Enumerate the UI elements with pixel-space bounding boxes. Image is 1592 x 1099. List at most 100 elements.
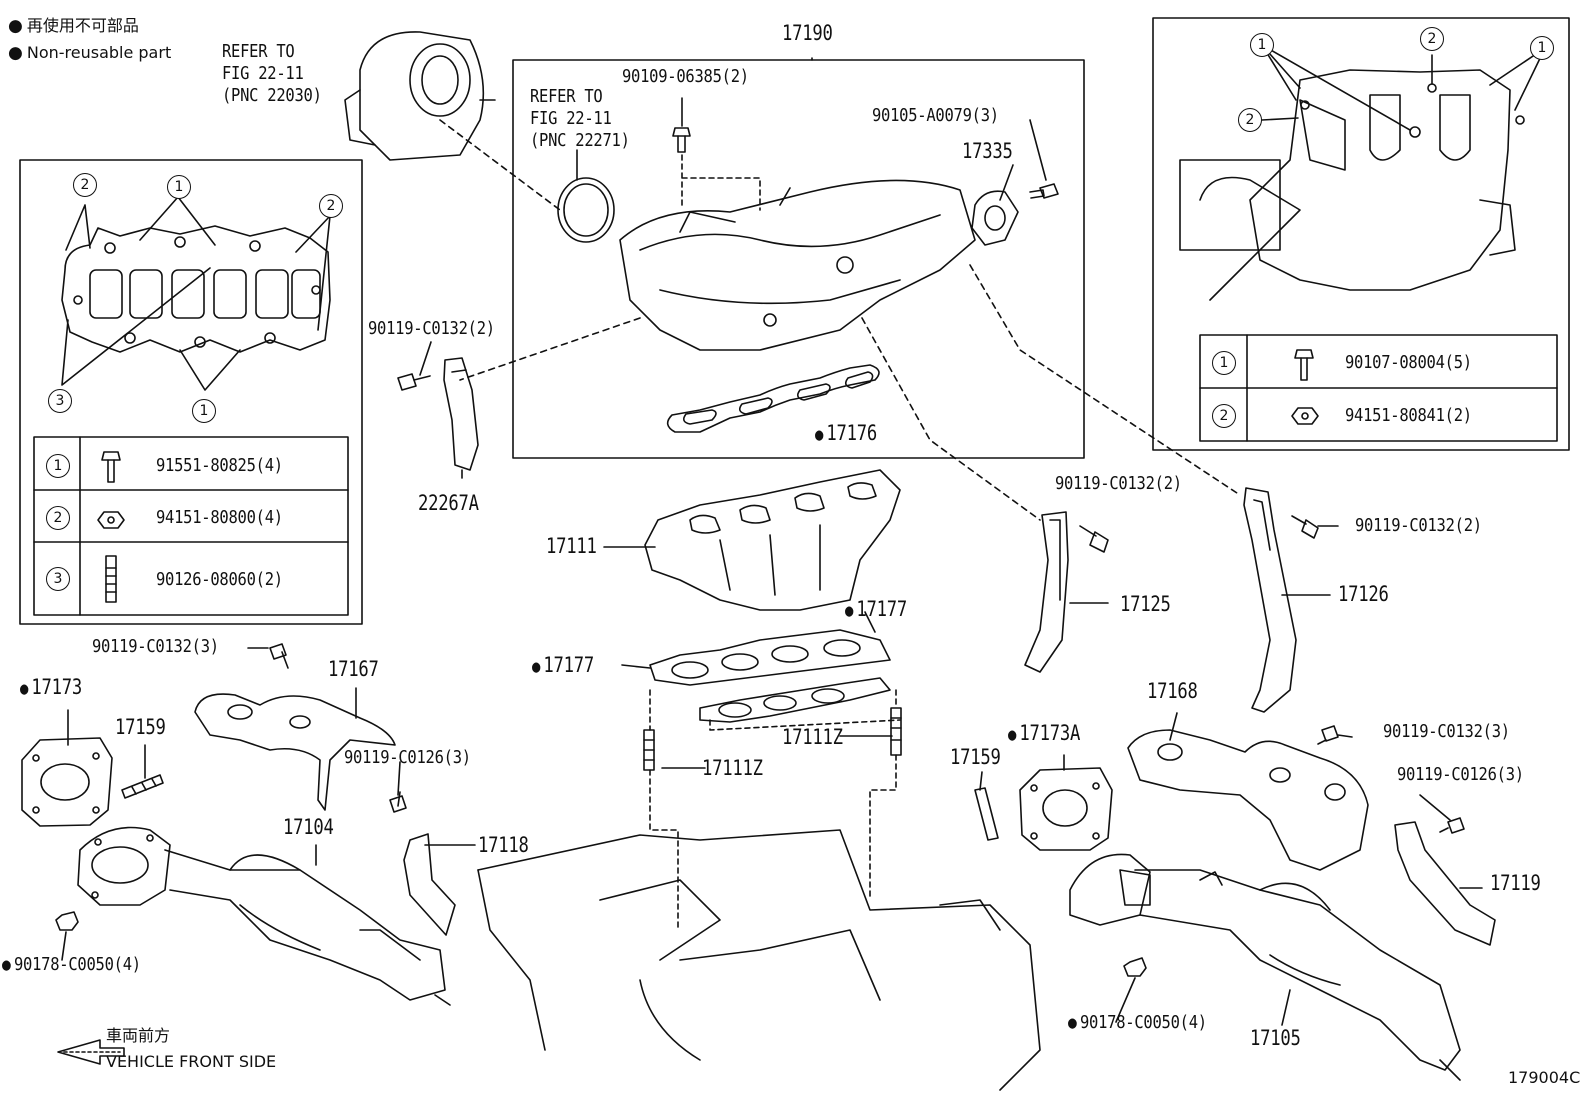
engine-block-outline (477, 829, 1041, 1091)
inset-marker: 1 (1250, 33, 1274, 57)
vehicle-front-arrow-icon (57, 1039, 125, 1065)
intake-plenum-box (512, 59, 1085, 459)
legend-jp: 再使用不可部品 (8, 16, 139, 36)
gasket-17176 (666, 364, 880, 433)
refer-note-line2: FIG 22-11 (222, 63, 304, 84)
sensor-17335 (971, 190, 1019, 246)
intake-manifold-drawing (644, 469, 901, 611)
inset-marker: 2 (1238, 108, 1262, 132)
callout-90119-c0132-d: 90119-C0132(3) (92, 636, 219, 657)
callout-17176: 17176 (815, 422, 877, 446)
table-key: 2 (46, 506, 70, 530)
stud-17111z-b (890, 707, 902, 756)
throttle-gasket-ring (557, 177, 615, 243)
callout-17173: 17173 (20, 676, 82, 700)
callout-90105: 90105-A0079(3) (872, 105, 999, 126)
callout-17111z-left: 17111Z (702, 756, 763, 780)
callout-17190: 17190 (782, 21, 833, 45)
stud-icon (105, 555, 117, 603)
callout-17168: 17168 (1147, 679, 1198, 703)
table-part-number: 94151-80800(4) (156, 507, 283, 528)
right-inset-box (1152, 17, 1570, 451)
inset-marker: 2 (319, 194, 343, 218)
stud-17111z-a (643, 729, 655, 771)
callout-90119-c0132-b: 90119-C0132(2) (1055, 473, 1182, 494)
refer-note-line3: (PNC 22271) (530, 130, 630, 151)
callout-22267a: 22267A (418, 491, 479, 515)
exhaust-manifold-17105-drawing (1069, 853, 1461, 1081)
bolt-90119-g (1439, 817, 1465, 834)
gasket-17173-drawing (21, 737, 113, 827)
table-part-number: 90107-08004(5) (1345, 352, 1472, 373)
bracket-17118-drawing (403, 833, 456, 936)
callout-90119-c0132-e: 90119-C0132(3) (1383, 721, 1510, 742)
callout-17159-left: 17159 (115, 715, 166, 739)
callout-17177-right: 17177 (845, 598, 907, 622)
heat-insulator-17167-drawing (194, 693, 396, 811)
callout-17105: 17105 (1250, 1026, 1301, 1050)
bolt-icon (101, 349, 1314, 483)
callout-17104: 17104 (283, 815, 334, 839)
bracket-17119-drawing (1394, 821, 1496, 946)
vehicle-front-jp: 車両前方 (106, 1026, 171, 1045)
callout-90178-c0050-b: 90178-C0050(4) (1068, 1013, 1207, 1033)
bolt-90119-e (389, 791, 407, 813)
refer-note-line3: (PNC 22030) (222, 85, 322, 106)
callout-90119-c0132-a: 90119-C0132(2) (368, 318, 495, 339)
callout-17111: 17111 (546, 534, 597, 558)
legend-en: Non-reusable part (8, 43, 171, 63)
callout-17119: 17119 (1490, 871, 1541, 895)
nut-90178-a (55, 911, 79, 931)
inset-marker: 1 (192, 399, 216, 423)
table-key: 1 (1212, 351, 1236, 375)
table-key: 1 (46, 454, 70, 478)
left-inset-box (19, 159, 363, 625)
inset-manifold-drawing (1179, 44, 1546, 301)
gasket-17177-lower (699, 677, 891, 723)
vehicle-front-en: VEHICLE FRONT SIDE (106, 1052, 277, 1071)
table-part-number: 90126-08060(2) (156, 569, 283, 590)
bracket-17126-drawing (1243, 487, 1297, 713)
inset-marker: 2 (73, 173, 97, 197)
callout-17177-left: 17177 (532, 654, 594, 678)
nut-icon (97, 407, 1319, 529)
gasket-17177-upper (649, 629, 891, 686)
callout-17167: 17167 (328, 657, 379, 681)
refer-note-line1: REFER TO (530, 86, 603, 107)
intake-plenum-drawing (619, 179, 976, 351)
bolt-90119-b (1079, 525, 1109, 553)
callout-17173a: 17173A (1008, 722, 1080, 746)
callout-90119-c0132-c: 90119-C0132(2) (1355, 515, 1482, 536)
callout-90119-c0126-b: 90119-C0126(3) (1397, 764, 1524, 785)
bolt-90119-f (1317, 725, 1339, 745)
callout-17111z-right: 17111Z (782, 725, 843, 749)
callout-17126: 17126 (1338, 582, 1389, 606)
table-key: 3 (46, 567, 70, 591)
heat-insulator-17168-drawing (1127, 729, 1369, 871)
callout-17118: 17118 (478, 833, 529, 857)
gasket-17173a-drawing (1019, 767, 1113, 851)
table-part-number: 91551-80825(4) (156, 455, 283, 476)
bolt-90119-c (1291, 515, 1319, 539)
bolt-90109 (672, 127, 691, 153)
inset-marker: 2 (1420, 27, 1444, 51)
table-key: 2 (1212, 404, 1236, 428)
exhaust-manifold-17104-drawing (77, 826, 451, 1006)
callout-90109: 90109-06385(2) (622, 66, 749, 87)
callout-90119-c0126-a: 90119-C0126(3) (344, 747, 471, 768)
inset-marker: 1 (1530, 36, 1554, 60)
callout-17125: 17125 (1120, 592, 1171, 616)
stud-17159-b (974, 787, 999, 841)
inset-marker: 3 (48, 389, 72, 413)
right-inset-table (1199, 334, 1558, 442)
table-part-number: 94151-80841(2) (1345, 405, 1472, 426)
figure-code: 179004C (1508, 1068, 1581, 1087)
stud-17159-a (121, 774, 164, 799)
refer-note-line2: FIG 22-11 (530, 108, 612, 129)
callout-90178-c0050-a: 90178-C0050(4) (2, 955, 141, 975)
leader-lines (61, 57, 1483, 1026)
bracket-17125-drawing (1024, 511, 1069, 673)
bracket-22267a-drawing (443, 357, 479, 471)
nut-90178-b (1123, 957, 1147, 977)
